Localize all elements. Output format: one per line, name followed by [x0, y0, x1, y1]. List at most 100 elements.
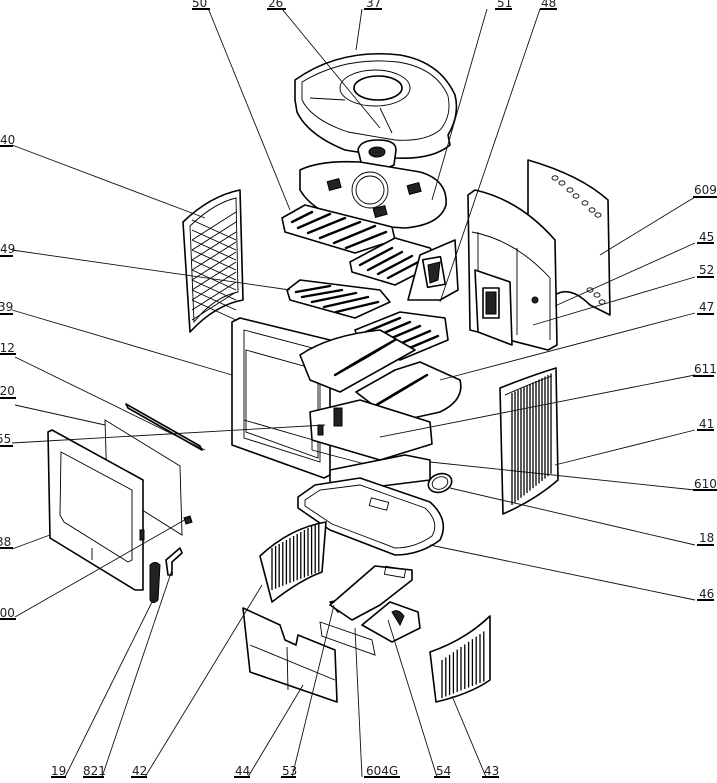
- label-43: 43: [482, 764, 499, 778]
- label-49: 49: [0, 242, 15, 257]
- leader-lines: [11, 7, 696, 778]
- part-38-front-door: [47, 429, 145, 591]
- svg-text:43: 43: [484, 764, 499, 778]
- part-50-grate-plate: [281, 204, 396, 254]
- lattice-bar: [191, 231, 237, 261]
- svg-text:38: 38: [0, 535, 11, 549]
- svg-text:610: 610: [694, 477, 717, 491]
- label-54: 54: [434, 764, 451, 778]
- svg-text:53: 53: [282, 764, 297, 778]
- part-55-connector: [317, 424, 324, 436]
- label-46: 46: [697, 587, 714, 601]
- label-611: 611: [693, 362, 717, 377]
- part-41-right-side-panel: [499, 367, 559, 515]
- part-51-baffle-plate: [299, 160, 447, 229]
- lattice-bar: [191, 261, 237, 291]
- label-19: 19: [51, 764, 66, 778]
- svg-text:49: 49: [0, 242, 15, 256]
- lattice-bar: [191, 289, 237, 311]
- shield-hole: [572, 193, 580, 199]
- label-18: 18: [697, 531, 714, 546]
- svg-text:41: 41: [699, 417, 714, 431]
- shield-hole: [593, 292, 601, 298]
- part-611-firebox-base: [309, 399, 433, 469]
- label-610: 610: [693, 477, 717, 491]
- label-40: 40: [0, 133, 15, 147]
- svg-text:47: 47: [699, 300, 714, 314]
- part-42-lower-left-grille: [259, 521, 327, 603]
- shield-hole: [551, 175, 559, 181]
- lattice-bar: [191, 271, 237, 301]
- part-19-handle: [149, 562, 161, 603]
- part-42-grille-slats: [271, 522, 320, 590]
- svg-text:54: 54: [436, 764, 451, 778]
- svg-text:46: 46: [699, 587, 714, 601]
- part-200-pin: [183, 515, 193, 525]
- label-26: 26: [267, 0, 286, 10]
- part-52-inner-rear-plate: [474, 269, 513, 346]
- svg-text:39: 39: [0, 300, 13, 314]
- svg-text:620: 620: [0, 384, 15, 398]
- label-51: 51: [495, 0, 512, 10]
- lattice-bar: [191, 281, 237, 311]
- label-53: 53: [281, 764, 297, 778]
- label-42: 42: [131, 764, 147, 778]
- label-200: 200: [0, 606, 16, 620]
- svg-text:609: 609: [694, 183, 717, 197]
- part-612-gasket-strip: [125, 403, 203, 451]
- svg-text:19: 19: [51, 764, 66, 778]
- part-609-holes: [551, 175, 606, 305]
- part-44-front-lower-panel: [242, 607, 338, 703]
- shield-hole: [566, 187, 574, 193]
- lattice-bar: [191, 221, 237, 251]
- svg-text:26: 26: [268, 0, 283, 10]
- svg-text:611: 611: [694, 362, 717, 376]
- svg-text:37: 37: [366, 0, 381, 10]
- shield-hole: [581, 200, 589, 206]
- part-18-ring: [427, 472, 453, 494]
- label-821: 821: [83, 764, 106, 778]
- label-55: 55: [0, 432, 13, 447]
- lattice-bar: [191, 211, 237, 241]
- label-52: 52: [697, 263, 714, 278]
- part-40-lattice: [191, 211, 237, 321]
- svg-text:604G: 604G: [366, 764, 398, 778]
- part-47-vent-slots: [333, 338, 429, 412]
- part-39-door-frame: [231, 317, 331, 479]
- svg-text:50: 50: [192, 0, 207, 10]
- lattice-bar: [191, 291, 237, 321]
- svg-text:200: 200: [0, 606, 15, 620]
- vent-slot: [358, 338, 397, 362]
- svg-text:42: 42: [132, 764, 147, 778]
- part-43-lower-right-grille: [429, 615, 491, 703]
- vent-slot: [391, 373, 429, 397]
- lattice-bar: [191, 251, 237, 281]
- label-604G: 604G: [364, 764, 400, 778]
- label-612: 612: [0, 341, 16, 355]
- shield-hole: [594, 212, 602, 218]
- part-54-bracket: [361, 601, 421, 643]
- label-47: 47: [697, 300, 714, 315]
- part-37-top-cover: [294, 52, 458, 160]
- part-46-bottom-base: [297, 477, 445, 556]
- lattice-bar: [191, 299, 237, 321]
- label-48: 48: [540, 0, 557, 10]
- part-821-latch: [165, 547, 183, 576]
- svg-text:18: 18: [699, 531, 714, 545]
- part-41-grille-slats: [511, 373, 552, 505]
- svg-text:48: 48: [541, 0, 556, 10]
- label-620: 620: [0, 384, 16, 399]
- svg-text:55: 55: [0, 432, 11, 446]
- label-44: 44: [234, 764, 250, 778]
- svg-text:40: 40: [0, 133, 15, 147]
- lattice-bar: [191, 241, 237, 271]
- label-37: 37: [364, 0, 382, 10]
- part-49-grate-plate: [286, 279, 391, 319]
- label-38: 38: [0, 535, 13, 549]
- label-39: 39: [0, 300, 13, 315]
- label-609: 609: [693, 183, 717, 198]
- label-41: 41: [697, 417, 714, 431]
- svg-text:44: 44: [235, 764, 250, 778]
